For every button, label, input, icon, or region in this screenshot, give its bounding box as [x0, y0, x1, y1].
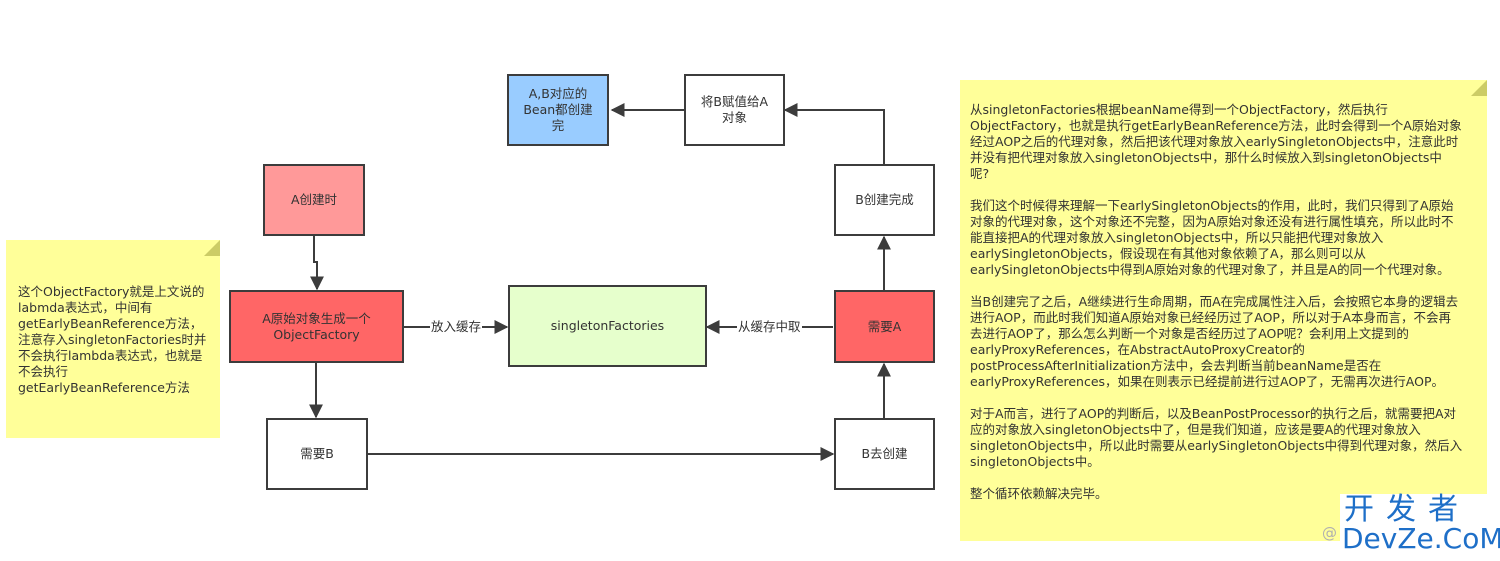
- note-fold-corner: [1471, 80, 1487, 96]
- right-note-paragraph-1: 从singletonFactories根据beanName得到一个ObjectF…: [970, 102, 1462, 181]
- node-a-raw-object-factory[interactable]: A原始对象生成一个 ObjectFactory: [229, 290, 404, 363]
- node-label: A,B对应的 Bean都创建 完: [523, 86, 593, 133]
- edge-a-creating-to-a-raw: [310, 235, 324, 291]
- node-label: 将B赋值给A 对象: [700, 94, 769, 125]
- node-label: A原始对象生成一个 ObjectFactory: [262, 310, 371, 342]
- node-label: A创建时: [290, 192, 338, 207]
- edge-b-created-to-assign: [783, 103, 885, 165]
- right-note-paragraph-3: 当B创建完了之后，A继续进行生命周期，而A在完成属性注入后，会按照它本身的逻辑去…: [970, 294, 1459, 389]
- node-b-created[interactable]: B创建完成: [834, 164, 935, 236]
- node-b-creating[interactable]: B去创建: [834, 418, 935, 490]
- node-label: 需要A: [867, 318, 902, 334]
- node-beans-created[interactable]: A,B对应的 Bean都创建 完: [507, 74, 609, 146]
- edge-label-put-cache: 放入缓存: [430, 319, 483, 335]
- left-note[interactable]: 这个ObjectFactory就是上文说的 labmda表达式，中间有 getE…: [6, 240, 220, 438]
- watermark-cn-text: 开发者: [1344, 492, 1470, 527]
- node-singleton-factories[interactable]: singletonFactories: [508, 285, 707, 367]
- node-need-a[interactable]: 需要A: [834, 290, 935, 363]
- right-note-paragraph-4: 对于A而言，进行了AOP的判断后，以及BeanPostProcessor的执行之…: [970, 406, 1463, 469]
- right-note-paragraph-5: 整个循环依赖解决完毕。: [970, 486, 1108, 501]
- note-fold-corner: [204, 240, 220, 256]
- watermark-en-text: DevZe.CoM: [1342, 522, 1500, 555]
- right-note-paragraph-2: 我们这个时候得来理解一下earlySingletonObjects的作用，此时，…: [970, 198, 1454, 277]
- node-need-b[interactable]: 需要B: [266, 418, 368, 490]
- node-label: singletonFactories: [550, 318, 665, 333]
- right-note[interactable]: 从singletonFactories根据beanName得到一个ObjectF…: [960, 80, 1487, 541]
- watermark-at: @: [1322, 524, 1337, 542]
- watermark-logo: 开发者 DevZe.CoM: [1340, 492, 1500, 554]
- node-a-creating[interactable]: A创建时: [263, 164, 365, 236]
- edge-label-get-from-cache: 从缓存中取: [737, 319, 802, 335]
- node-label: B去创建: [861, 446, 908, 461]
- node-label: 需要B: [300, 446, 334, 461]
- node-assign-b-to-a[interactable]: 将B赋值给A 对象: [684, 74, 785, 146]
- left-note-text: 这个ObjectFactory就是上文说的 labmda表达式，中间有 getE…: [18, 284, 207, 395]
- node-label: B创建完成: [855, 192, 914, 207]
